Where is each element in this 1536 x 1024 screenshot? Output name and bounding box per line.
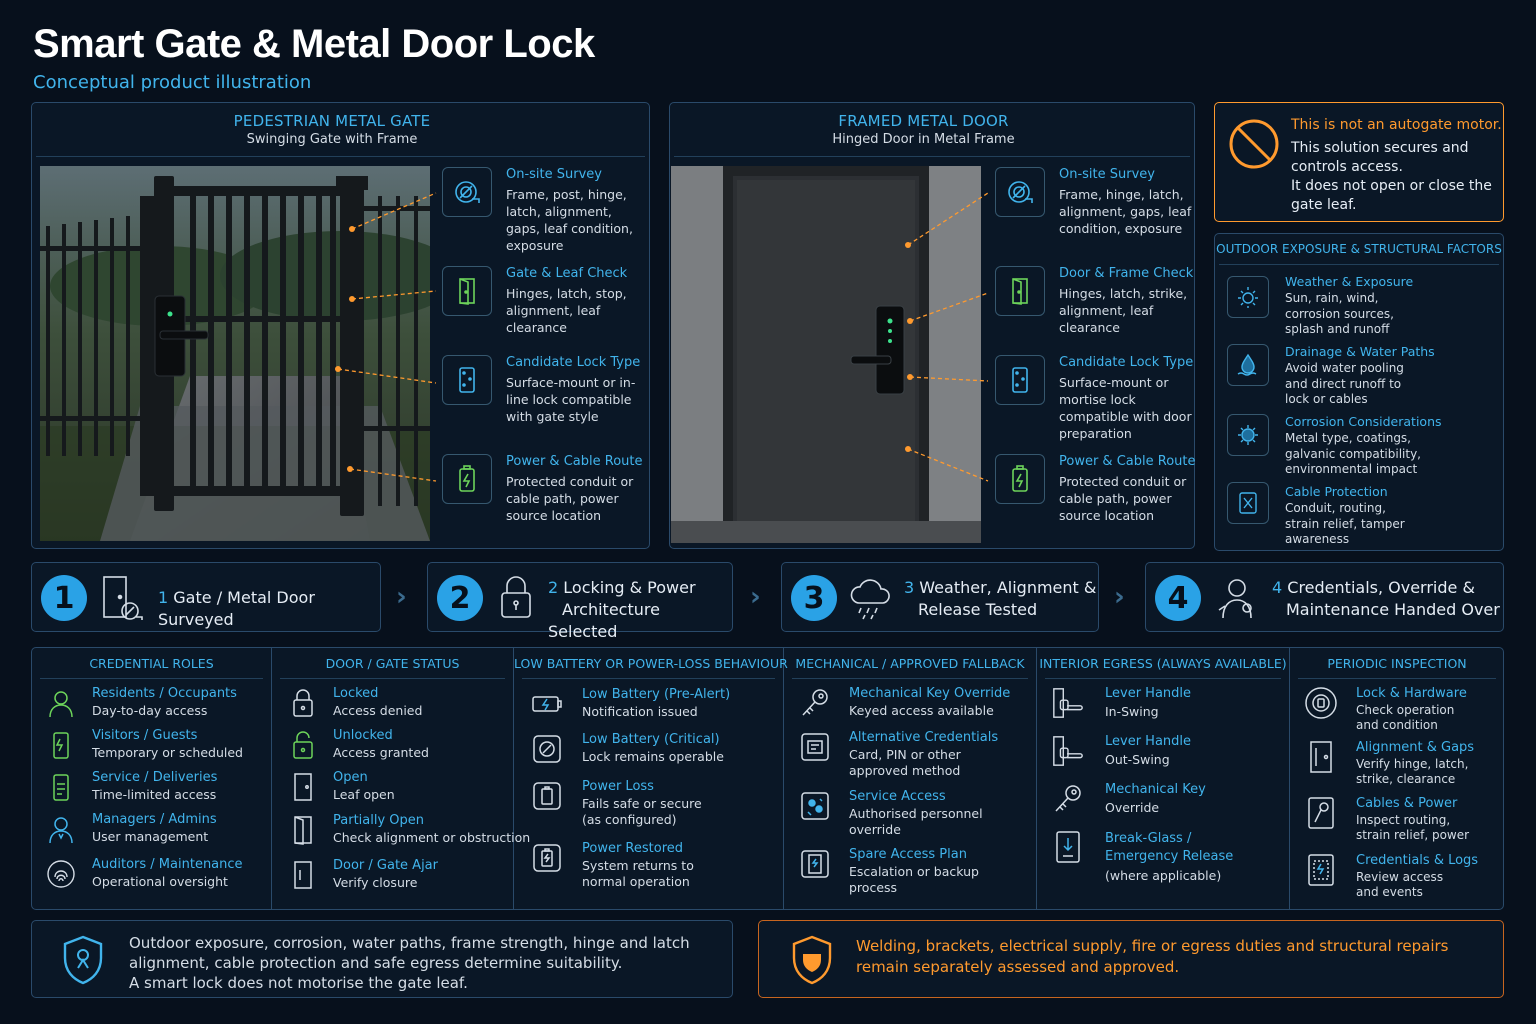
gate-feature-survey: On-site Survey Frame, post, hinge, latch… xyxy=(442,167,652,257)
lever-out-icon xyxy=(1051,734,1085,768)
resident-icon xyxy=(44,686,78,720)
battery-icon xyxy=(995,454,1045,504)
survey-icon xyxy=(995,167,1045,217)
corrosion-icon xyxy=(1227,414,1269,456)
door-feature-power-route: Power & Cable Route Protected conduit or… xyxy=(995,454,1205,544)
locked-icon xyxy=(286,686,320,720)
door-ajar-icon xyxy=(286,858,320,892)
gate-panel-title: PEDESTRIAN METAL GATE xyxy=(233,112,431,130)
door-check-icon xyxy=(995,266,1045,316)
step-4-label: Credentials, Override & xyxy=(1287,578,1475,597)
door-partial-icon xyxy=(286,813,320,847)
door-leader-lines xyxy=(905,192,989,482)
step-3-label-2: Release Tested xyxy=(918,600,1038,619)
cable-icon xyxy=(1227,482,1269,524)
exposure-panel: OUTDOOR EXPOSURE & STRUCTURAL FACTORS We… xyxy=(1214,233,1504,551)
service-phone-icon xyxy=(44,770,78,804)
fallback-column: MECHANICAL / APPROVED FALLBACK Mechanica… xyxy=(784,648,1037,910)
footer-right-text: Welding, brackets, electrical supply, fi… xyxy=(856,937,1449,976)
step-4-index: 4 xyxy=(1272,578,1283,597)
chevron-right-icon: › xyxy=(750,582,761,612)
chevron-right-icon: › xyxy=(1114,582,1125,612)
key-icon xyxy=(798,686,832,720)
gate-panel-subtitle: Swinging Gate with Frame xyxy=(246,132,418,147)
lock-type-icon xyxy=(995,355,1045,405)
battery-icon xyxy=(442,454,492,504)
lever-in-icon xyxy=(1051,686,1085,720)
sun-icon xyxy=(1227,276,1269,318)
shield-icon xyxy=(58,933,108,987)
step-1-index: 1 xyxy=(158,588,169,607)
page-subtitle: Conceptual product illustration xyxy=(33,72,312,93)
rain-cloud-icon xyxy=(846,573,896,623)
door-feature-lock-type: Candidate Lock Type Surface-mount or mor… xyxy=(995,355,1205,445)
info-columns-panel xyxy=(31,647,1504,910)
notice-title: This is not an autogate motor. xyxy=(1291,117,1502,133)
door-open-icon xyxy=(286,770,320,804)
chevron-right-icon: › xyxy=(396,582,407,612)
gate-panel: PEDESTRIAN METAL GATE Swinging Gate with… xyxy=(31,102,650,549)
footer-suitability-note: Outdoor exposure, corrosion, water paths… xyxy=(31,920,733,998)
step-2-label-2: Architecture Selected xyxy=(548,600,660,641)
step-2-index: 2 xyxy=(548,578,559,597)
footer-warning-note: Welding, brackets, electrical supply, fi… xyxy=(758,920,1504,998)
door-check-icon xyxy=(442,266,492,316)
step-4-label-2: Maintenance Handed Over xyxy=(1286,600,1500,619)
footer-left-text: Outdoor exposure, corrosion, water paths… xyxy=(129,934,690,992)
door-panel-subtitle: Hinged Door in Metal Frame xyxy=(832,132,1015,147)
step-3: 3 3 Weather, Alignment &Release Tested xyxy=(781,562,1099,632)
exposure-title: OUTDOOR EXPOSURE & STRUCTURAL FACTORS xyxy=(1216,242,1502,256)
logs-icon xyxy=(1304,853,1338,887)
battery-critical-icon xyxy=(530,732,564,766)
gate-feature-leaf-check: Gate & Leaf Check Hinges, latch, stop, a… xyxy=(442,266,652,346)
lock-type-icon xyxy=(442,355,492,405)
water-drop-icon xyxy=(1227,344,1269,386)
alignment-icon xyxy=(1304,740,1338,774)
power-restored-icon xyxy=(530,841,564,875)
gate-feature-power-route: Power & Cable Route Protected conduit or… xyxy=(442,454,652,544)
warning-shield-icon xyxy=(787,933,837,987)
gate-leader-lines xyxy=(335,192,437,482)
power-behaviour-column: LOW BATTERY OR POWER-LOSS BEHAVIOUR Low … xyxy=(514,648,788,910)
survey-icon xyxy=(442,167,492,217)
prohibited-icon xyxy=(1227,117,1281,171)
interior-egress-column: INTERIOR EGRESS (ALWAYS AVAILABLE) Lever… xyxy=(1037,648,1290,910)
notice-box: This is not an autogate motor. This solu… xyxy=(1214,102,1504,222)
door-feature-frame-check: Door & Frame Check Hinges, latch, strike… xyxy=(995,266,1205,346)
door-illustration xyxy=(671,166,981,543)
gate-feature-lock-type: Candidate Lock Type Surface-mount or in-… xyxy=(442,355,652,445)
visitor-phone-icon xyxy=(44,728,78,762)
step-2-label: Locking & Power xyxy=(563,578,696,597)
lock-hardware-icon xyxy=(1304,686,1338,720)
spare-plan-icon xyxy=(798,847,832,881)
step-1-label: Gate / Metal Door Surveyed xyxy=(158,588,315,629)
notice-body: This solution secures and controls acces… xyxy=(1291,140,1492,213)
mech-key-icon xyxy=(1051,782,1085,816)
page-title: Smart Gate & Metal Door Lock xyxy=(33,22,595,66)
step-1: 1 1 Gate / Metal Door Surveyed xyxy=(31,562,381,632)
step-3-index: 3 xyxy=(904,578,915,597)
manager-icon xyxy=(44,812,78,846)
person-handover-icon xyxy=(1212,573,1262,623)
break-glass-icon xyxy=(1051,830,1085,864)
gate-illustration xyxy=(40,166,430,541)
power-loss-icon xyxy=(530,779,564,813)
card-icon xyxy=(798,730,832,764)
fingerprint-icon xyxy=(44,857,78,891)
door-panel-title: FRAMED METAL DOOR xyxy=(838,112,1009,130)
cable-power-icon xyxy=(1304,796,1338,830)
padlock-icon xyxy=(494,573,538,623)
unlocked-icon xyxy=(286,728,320,762)
step-3-label: Weather, Alignment & xyxy=(919,578,1097,597)
step-4: 4 4 Credentials, Override &Maintenance H… xyxy=(1145,562,1504,632)
service-access-icon xyxy=(798,789,832,823)
door-feature-survey: On-site Survey Frame, hinge, latch, alig… xyxy=(995,167,1205,257)
door-panel: FRAMED METAL DOOR Hinged Door in Metal F… xyxy=(669,102,1195,549)
battery-low-icon xyxy=(530,687,564,721)
door-survey-icon xyxy=(98,573,148,623)
